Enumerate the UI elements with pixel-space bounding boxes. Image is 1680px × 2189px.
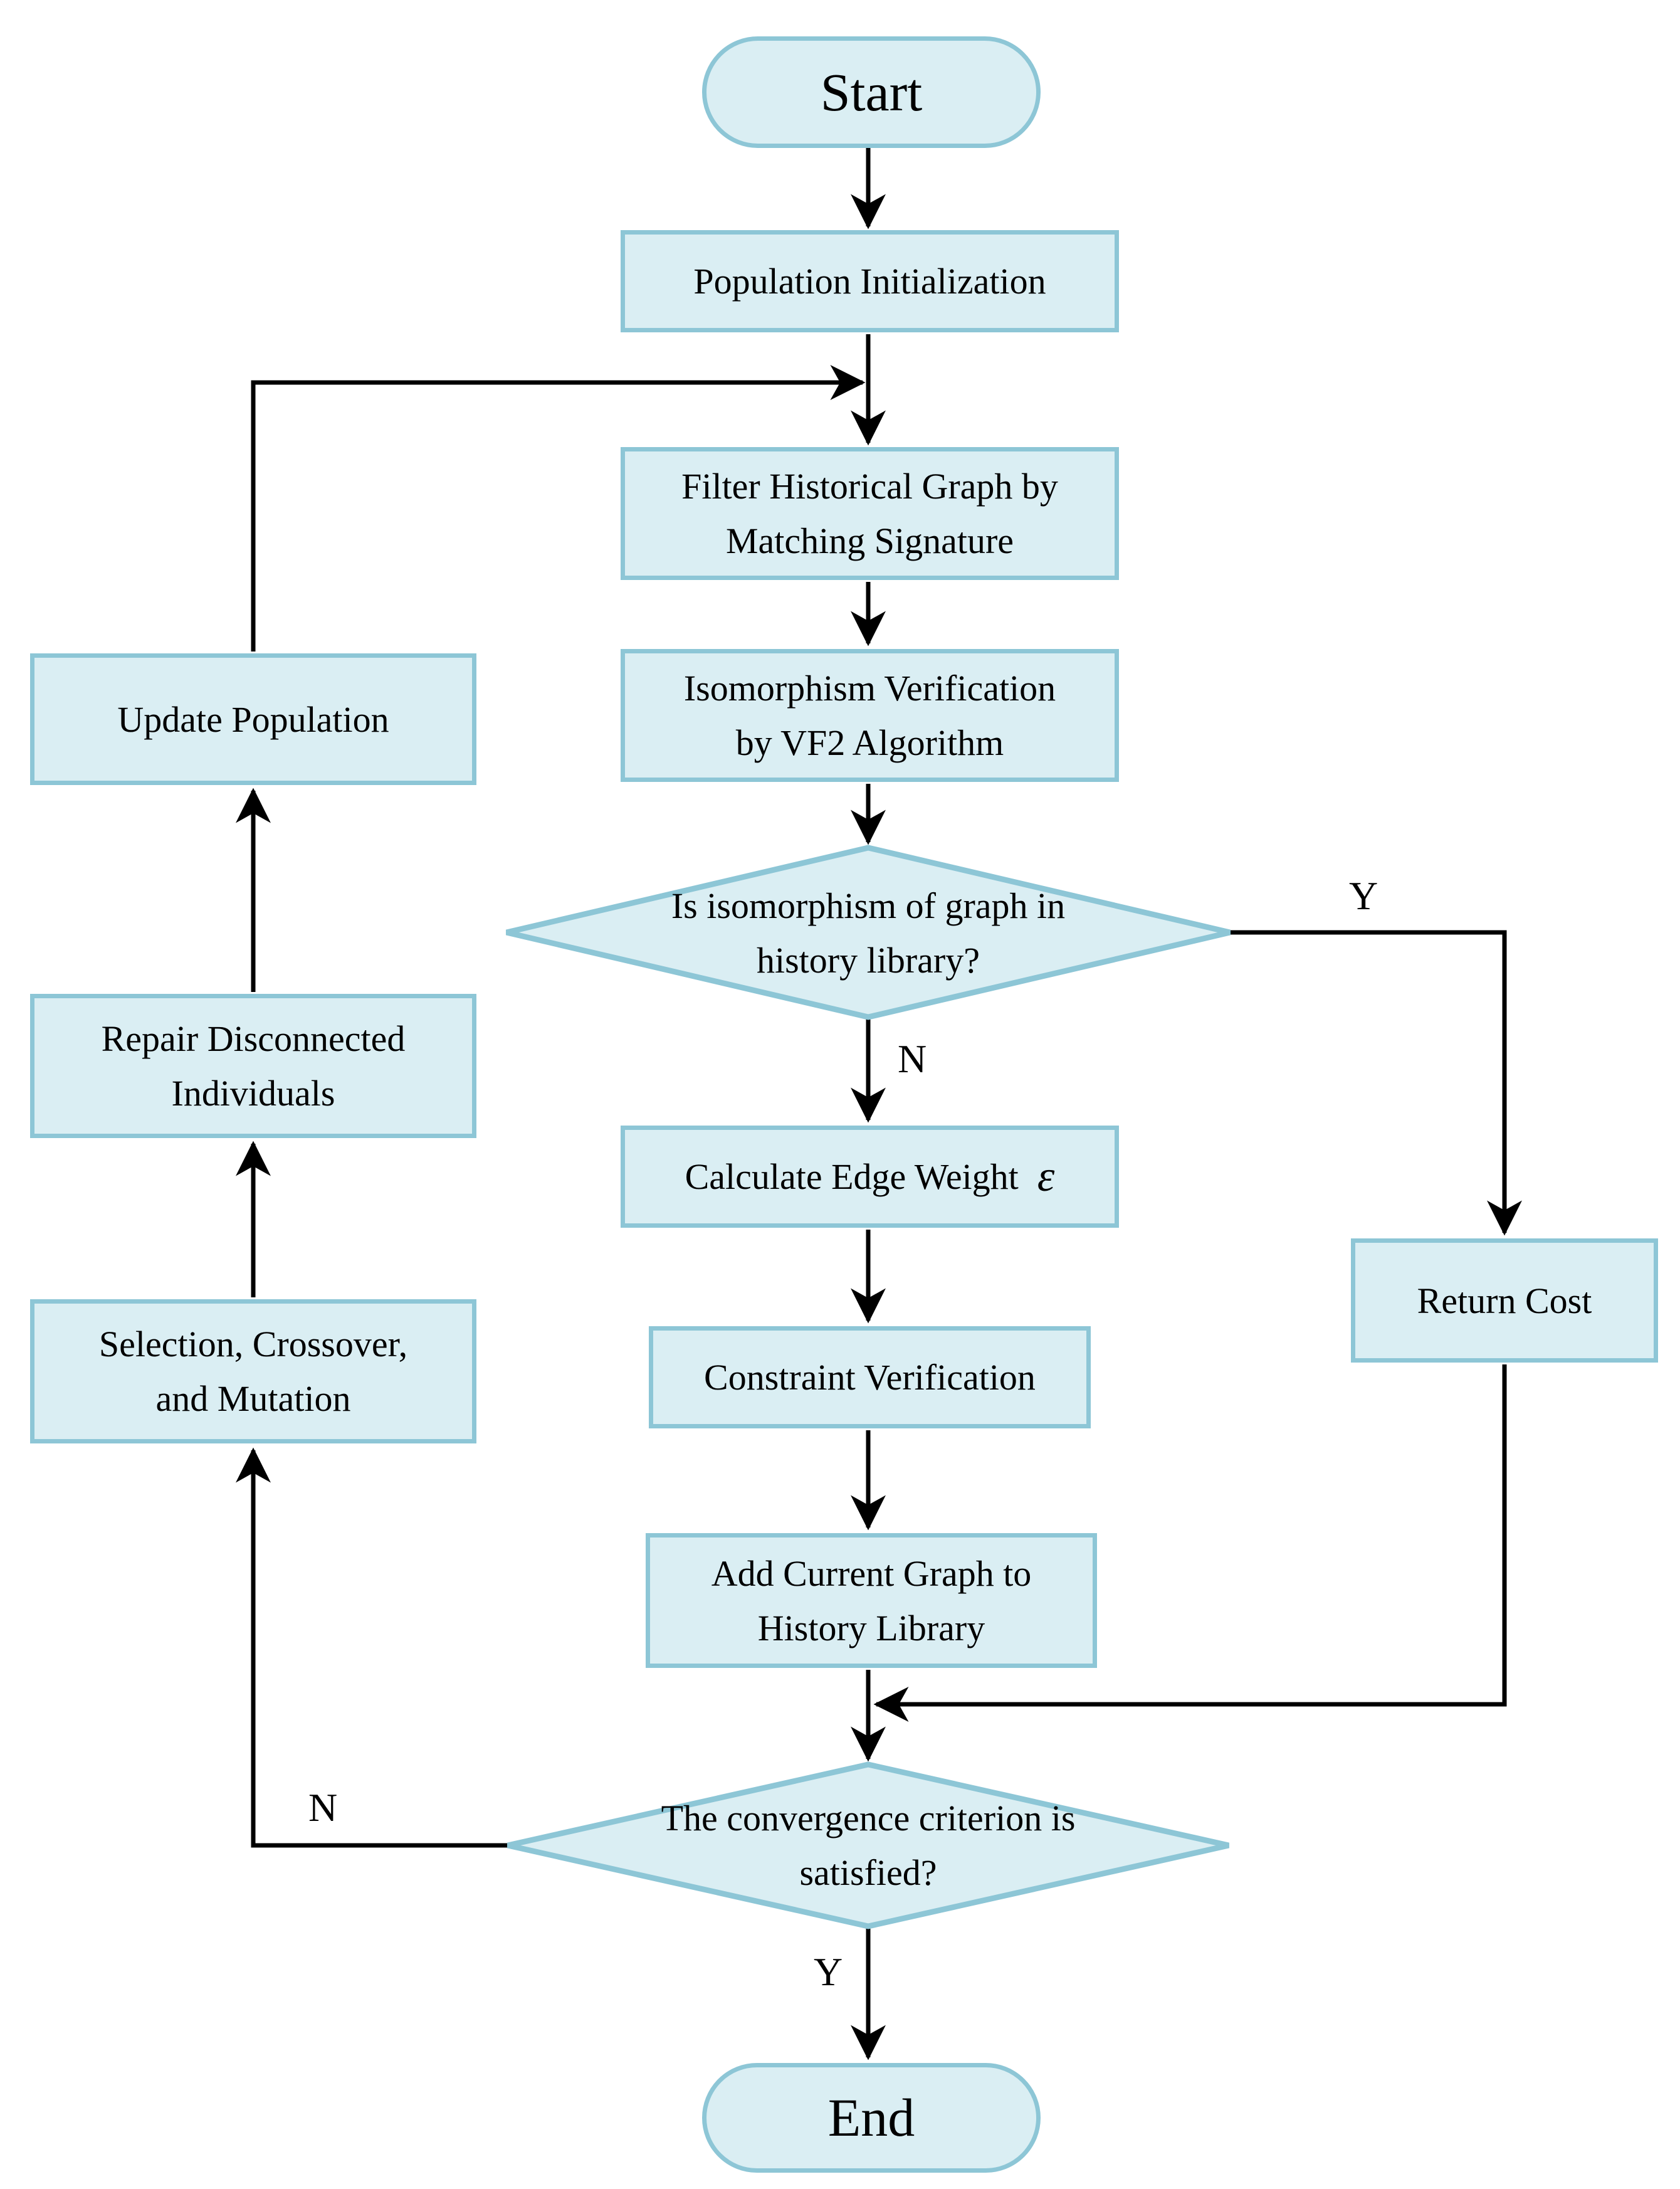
edge-update-population-loop-to-merge <box>251 365 866 651</box>
node-population-initialization-label: Population Initialization <box>693 261 1046 302</box>
decision-convergence-shape <box>507 1761 1229 1929</box>
node-start: Start <box>702 36 1041 148</box>
edge-label-isomorphism-yes: Y <box>1349 873 1378 918</box>
edge-label-isomorphism-no: N <box>898 1036 927 1081</box>
node-start-label: Start <box>820 61 923 122</box>
edge-label-convergence-no: N <box>308 1785 338 1830</box>
node-add-current-graph: Add Current Graph to History Library <box>646 1533 1097 1668</box>
decision-convergence-text: The convergence criterion is satisfied? <box>661 1798 1076 1893</box>
node-isomorphism-verification: Isomorphism Verification by VF2 Algorith… <box>621 649 1119 782</box>
node-filter-historical-graph: Filter Historical Graph by Matching Sign… <box>621 447 1119 580</box>
node-repair-disconnected: Repair Disconnected Individuals <box>30 994 476 1138</box>
node-return-cost-label: Return Cost <box>1417 1280 1592 1321</box>
node-constraint-verification-label: Constraint Verification <box>704 1357 1036 1398</box>
decision-isomorphism-shape <box>505 845 1231 1020</box>
edge-decision-isomorphism-yes-to-return-cost <box>1230 930 1522 1236</box>
node-end: End <box>702 2063 1041 2173</box>
node-filter-historical-graph-label: Filter Historical Graph by Matching Sign… <box>681 466 1058 561</box>
node-population-initialization: Population Initialization <box>621 230 1119 332</box>
node-update-population: Update Population <box>30 653 476 785</box>
decision-isomorphism-text: Is isomorphism of graph in history libra… <box>671 885 1066 981</box>
node-decision-convergence-label: The convergence criterion is satisfied? <box>564 1778 1172 1913</box>
node-return-cost: Return Cost <box>1351 1238 1658 1363</box>
node-repair-disconnected-label: Repair Disconnected Individuals <box>101 1018 406 1114</box>
node-add-current-graph-label: Add Current Graph to History Library <box>711 1553 1032 1648</box>
epsilon-symbol: ε <box>1037 1152 1055 1201</box>
node-update-population-label: Update Population <box>117 699 389 740</box>
node-calculate-edge-weight-label: Calculate Edge Weight <box>685 1156 1019 1197</box>
node-decision-isomorphism-label: Is isomorphism of graph in history libra… <box>564 864 1172 1002</box>
node-selection-crossover-mutation-label: Selection, Crossover, and Mutation <box>98 1324 408 1419</box>
edge-decision-convergence-no-to-selection <box>236 1447 508 1848</box>
node-constraint-verification: Constraint Verification <box>649 1326 1091 1428</box>
node-isomorphism-verification-label: Isomorphism Verification by VF2 Algorith… <box>683 668 1056 763</box>
node-selection-crossover-mutation: Selection, Crossover, and Mutation <box>30 1299 476 1443</box>
node-end-label: End <box>827 2087 915 2148</box>
node-calculate-edge-weight: Calculate Edge Weight ε <box>621 1126 1119 1228</box>
edge-label-convergence-yes: Y <box>814 1949 843 1994</box>
edge-return-cost-to-junction <box>873 1364 1507 1722</box>
